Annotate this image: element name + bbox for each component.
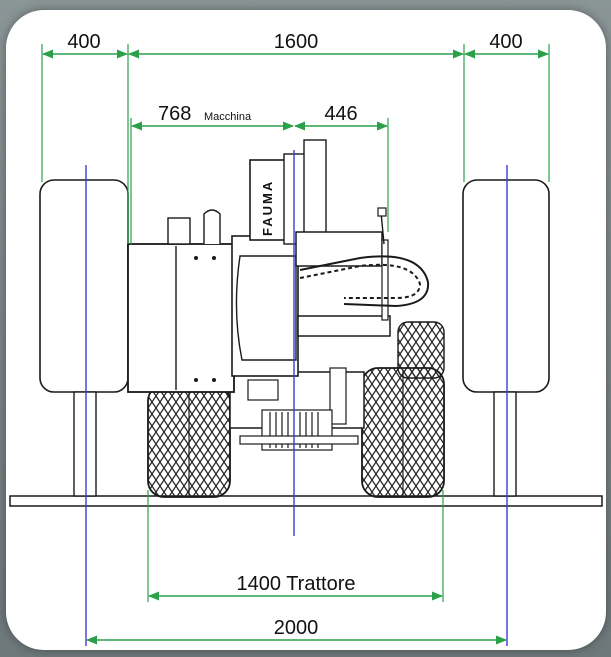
dim-overall-width: 2000 [274,617,319,639]
dim-offset: 446 [324,103,357,125]
dim-machine-label: Macchina [204,111,252,123]
machine-drum [231,235,299,377]
centerlines [85,150,508,646]
machine-left-box [127,209,235,393]
dim-machine-width: 768 [158,103,191,125]
left-outer-wheel [39,179,129,497]
dim-top-left: 400 [67,31,100,53]
hydraulic-chain [299,255,430,308]
right-outer-wheel [462,179,550,497]
machine-tower [249,139,327,251]
brand-label: FAUMA [260,180,275,236]
dim-top-right: 400 [489,31,522,53]
tractor-body [229,367,365,451]
dimension-lines [41,49,550,645]
tractor-right-tyre [361,321,445,498]
dim-tractor-track: 1400 Trattore [237,573,356,595]
ground-line [9,495,603,507]
machine-arm [295,207,391,337]
extension-lines [41,44,550,602]
dim-top-center: 1600 [274,31,319,53]
tractor-left-tyre [147,384,231,498]
